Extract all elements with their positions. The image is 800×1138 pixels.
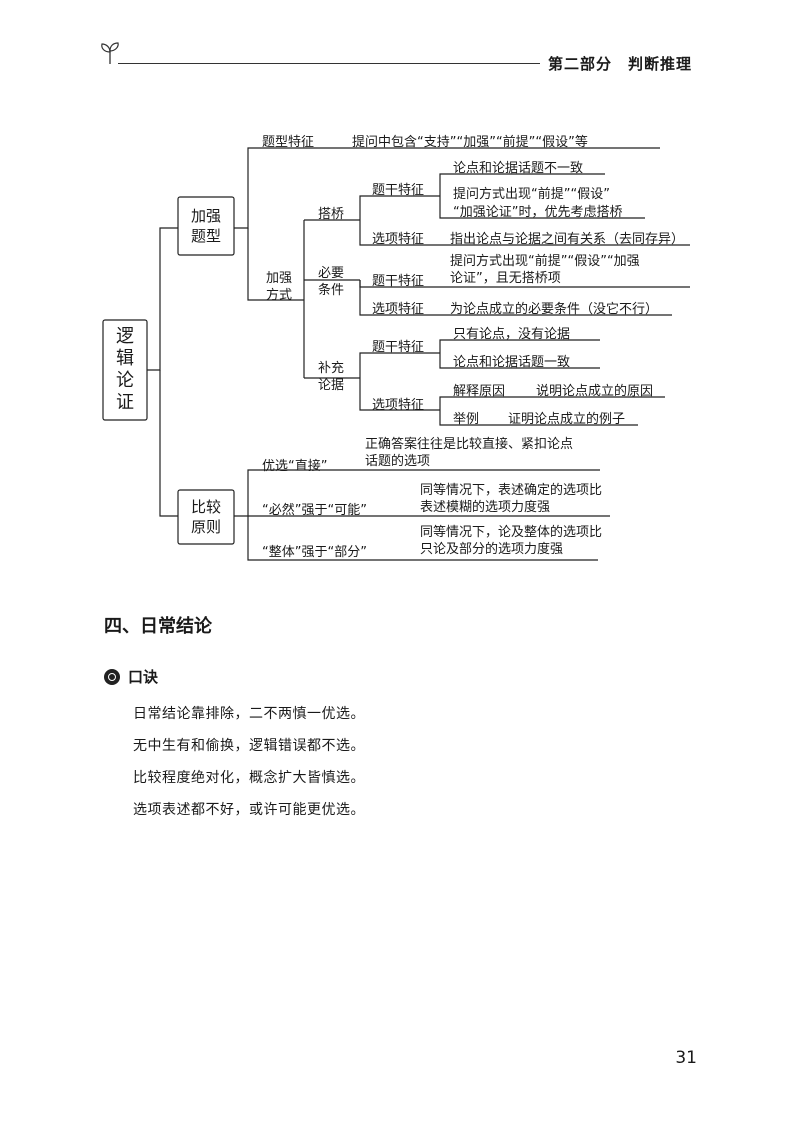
node-comparison-principle: 比较原则 (190, 498, 221, 536)
supplement-option-desc: 说明论点成立的原因 (536, 384, 654, 399)
mnemonic-line: 日常结论靠排除，二不两慎一优选。 (133, 706, 365, 722)
question-feature-text: 提问中包含“支持”“加强”“前提”“假设”等 (352, 135, 588, 150)
root-node-logic-argument: 逻辑论证 (116, 326, 134, 413)
comparison-item-text: 正确答案往往是比较直接、紧扣论点话题的选项 (365, 437, 574, 469)
supplement-stem-item: 只有论点，没有论据 (453, 327, 571, 342)
node-bridge: 搭桥 (318, 207, 345, 222)
bridge-option-feature-text: 指出论点与论据之间有关系（去同存异） (450, 232, 685, 247)
mnemonic-label: 口诀 (128, 668, 159, 686)
comparison-item-text: 同等情况下，表述确定的选项比表述模糊的选项力度强 (420, 483, 603, 515)
supplement-stem-item: 论点和论据话题一致 (453, 355, 571, 370)
bridge-stem-item: 论点和论据话题不一致 (453, 161, 584, 176)
bridge-stem-item: “加强论证”时，优先考虑搭桥 (453, 205, 623, 220)
supplement-option-feature-label: 选项特征 (372, 398, 425, 413)
mnemonic-icon (104, 669, 120, 685)
node-necessary-condition: 必要条件 (318, 266, 345, 298)
node-strengthen-type: 加强题型 (190, 207, 221, 245)
mindmap-connectors (102, 147, 690, 561)
necessary-stem-feature-text: 提问方式出现“前提”“假设”“加强论证”，且无搭桥项 (450, 254, 640, 286)
mnemonic-line: 比较程度绝对化，概念扩大皆慎选。 (133, 770, 365, 786)
bridge-stem-item: 提问方式出现“前提”“假设” (453, 187, 610, 202)
section-title: 四、日常结论 (104, 616, 212, 637)
necessary-stem-feature-label: 题干特征 (372, 274, 425, 289)
necessary-option-feature-text: 为论点成立的必要条件（没它不行） (450, 302, 659, 317)
comparison-item-text: 同等情况下，论及整体的选项比只论及部分的选项力度强 (420, 525, 603, 557)
bridge-option-feature-label: 选项特征 (372, 232, 425, 247)
header-dash-rule (505, 63, 540, 64)
header-section-title: 第二部分 判断推理 (548, 55, 693, 73)
mnemonic-line: 无中生有和偷换，逻辑错误都不选。 (133, 738, 365, 754)
necessary-option-feature-label: 选项特征 (372, 302, 425, 317)
header-rule (118, 63, 538, 64)
node-question-feature: 题型特征 (262, 135, 315, 150)
comparison-item-label: 优选“直接” (262, 459, 328, 474)
supplement-stem-feature-label: 题干特征 (372, 340, 425, 355)
mnemonic-line: 选项表述都不好，或许可能更优选。 (133, 802, 365, 818)
bridge-stem-feature-label: 题干特征 (372, 183, 425, 198)
supplement-option-desc: 证明论点成立的例子 (508, 412, 626, 427)
node-supplement-evidence: 补充论据 (318, 361, 345, 393)
supplement-option-type: 举例 (453, 412, 480, 427)
comparison-item-label: “整体”强于“部分” (262, 545, 367, 560)
page-number: 31 (675, 1048, 697, 1068)
sprout-logo-icon (101, 42, 119, 65)
node-strengthen-method: 加强方式 (265, 271, 292, 303)
comparison-item-label: “必然”强于“可能” (262, 503, 367, 518)
supplement-option-type: 解释原因 (453, 384, 506, 399)
